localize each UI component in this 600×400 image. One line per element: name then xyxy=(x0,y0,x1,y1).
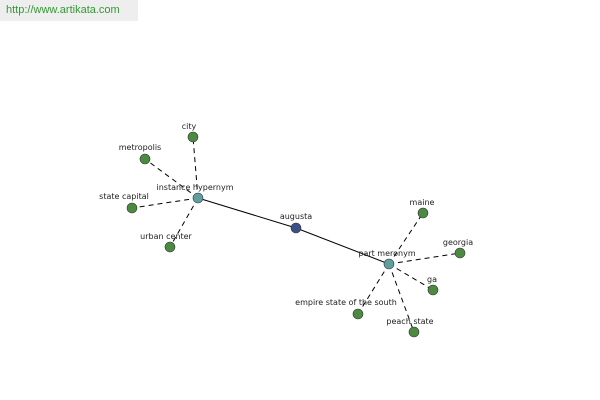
leaf-label-maine: maine xyxy=(410,198,435,207)
leaf-node-maine[interactable] xyxy=(417,207,429,219)
edge-center-meronym xyxy=(295,227,390,265)
leaf-node-urban-center[interactable] xyxy=(164,241,176,253)
leaf-node-ga[interactable] xyxy=(427,284,439,296)
hub-label-part-meronym: part meronym xyxy=(358,249,415,258)
leaf-label-urban-center: urban center xyxy=(140,232,192,241)
hub-node-part-meronym[interactable] xyxy=(383,258,395,270)
leaf-node-state-capital[interactable] xyxy=(126,202,138,214)
edge-hypernym-metropolis xyxy=(144,158,199,199)
leaf-node-peach-state[interactable] xyxy=(408,326,420,338)
url-bar: http://www.artikata.com xyxy=(0,0,138,21)
edge-meronym-georgia xyxy=(388,252,461,265)
edge-meronym-maine xyxy=(388,212,424,265)
leaf-label-ga: ga xyxy=(427,275,437,284)
center-node[interactable] xyxy=(290,222,302,234)
edge-hypernym-city xyxy=(192,136,199,199)
leaf-label-peach-state: peach state xyxy=(386,317,433,326)
leaf-label-city: city xyxy=(182,122,197,131)
leaf-label-georgia: georgia xyxy=(443,238,473,247)
edge-hypernym-state-capital xyxy=(131,197,199,209)
leaf-node-metropolis[interactable] xyxy=(139,153,151,165)
edge-center-hypernym xyxy=(197,197,297,229)
edge-meronym-peach-state xyxy=(388,263,415,333)
site-url-link[interactable]: http://www.artikata.com xyxy=(6,4,120,16)
edge-meronym-empire-state xyxy=(357,263,390,315)
hub-label-instance-hypernym: instance hypernym xyxy=(157,183,234,192)
hub-node-instance-hypernym[interactable] xyxy=(192,192,204,204)
center-node-label: augusta xyxy=(280,212,312,221)
leaf-label-metropolis: metropolis xyxy=(119,143,161,152)
leaf-node-georgia[interactable] xyxy=(454,247,466,259)
edge-hypernym-urban-center xyxy=(169,197,199,248)
leaf-label-state-capital: state capital xyxy=(99,192,149,201)
leaf-node-empire-state-of-the-south[interactable] xyxy=(352,308,364,320)
leaf-label-empire-state-of-the-south: empire state of the south xyxy=(295,298,397,307)
leaf-node-city[interactable] xyxy=(187,131,199,143)
